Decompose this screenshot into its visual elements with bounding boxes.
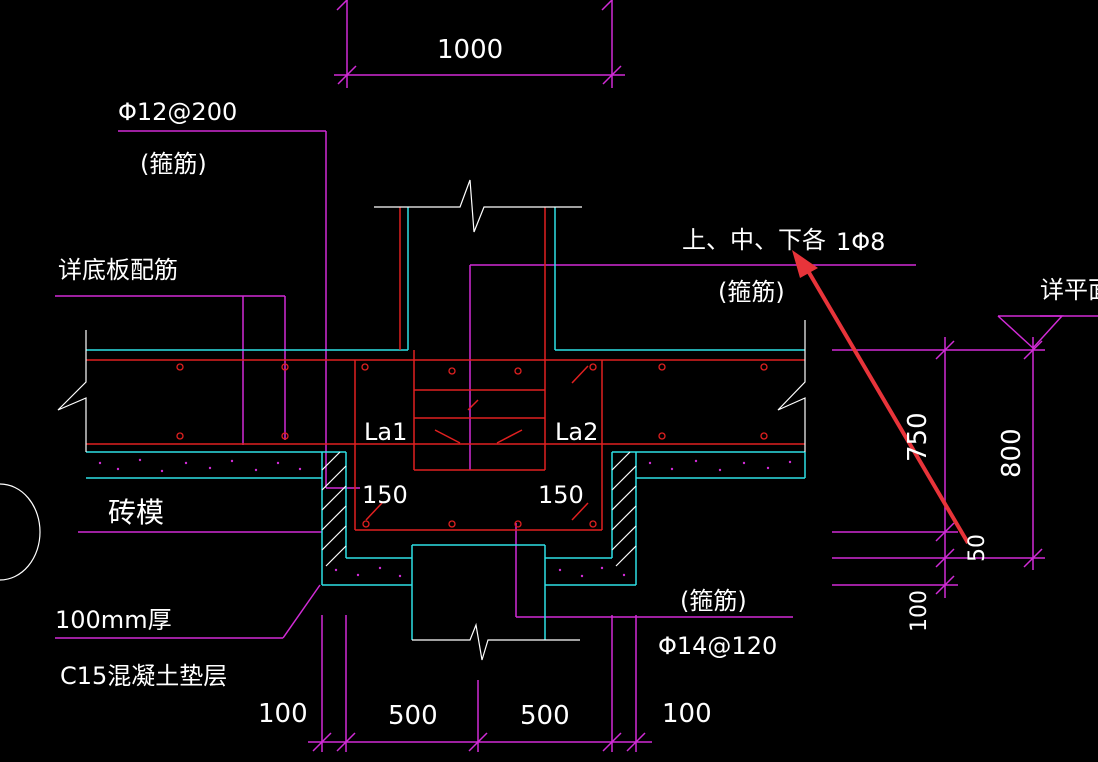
brick-mould-label: 砖模: [108, 496, 164, 529]
dim-top-1000-text: 1000: [437, 35, 503, 65]
dim-right: [832, 315, 1064, 598]
stirrup-label-bottom: (箍筋): [680, 587, 747, 615]
dim-bottom-100-left: 100: [258, 699, 308, 729]
concrete-cushion-specks: [98, 458, 792, 578]
dim-top-1000: 1000: [334, 0, 625, 88]
dim-150-right: 150: [538, 481, 584, 509]
cushion-material-label: C15混凝土垫层: [60, 662, 227, 690]
dim-150-left: 150: [362, 481, 408, 509]
dim-bottom-500-left: 500: [388, 701, 438, 731]
cushion-thickness-label: 100mm厚: [55, 606, 172, 634]
dim-50: 50: [965, 534, 990, 562]
rebar-spec-top-left: Φ12@200: [118, 98, 237, 126]
dim-750: 750: [903, 412, 933, 462]
rebar-lines: [86, 207, 805, 531]
dim-bottom-500-right: 500: [520, 701, 570, 731]
brick-mould-hatch: [321, 451, 637, 567]
rebar-spec-top-right: 1Φ8: [836, 228, 885, 256]
structure-outline: [86, 207, 806, 640]
base-plate-note: 详底板配筋: [58, 256, 178, 284]
section-circle: [0, 483, 41, 581]
plan-note: 详平面: [1040, 276, 1098, 304]
stirrup-label-left: (箍筋): [140, 150, 207, 178]
break-lines: [57, 179, 806, 661]
rebar-dots: [176, 363, 768, 528]
dim-bottom: [308, 615, 652, 752]
dim-100-right: 100: [907, 590, 932, 632]
la2-label: La2: [555, 418, 598, 446]
annotation-arrow: [792, 250, 970, 545]
stirrup-label-right: (箍筋): [718, 278, 785, 306]
stirrup-count-note: 上、中、下各: [682, 226, 826, 254]
dim-800: 800: [997, 428, 1027, 478]
rebar-spec-bottom: Φ14@120: [658, 632, 777, 660]
la1-label: La1: [364, 418, 407, 446]
dim-bottom-100-right: 100: [662, 699, 712, 729]
